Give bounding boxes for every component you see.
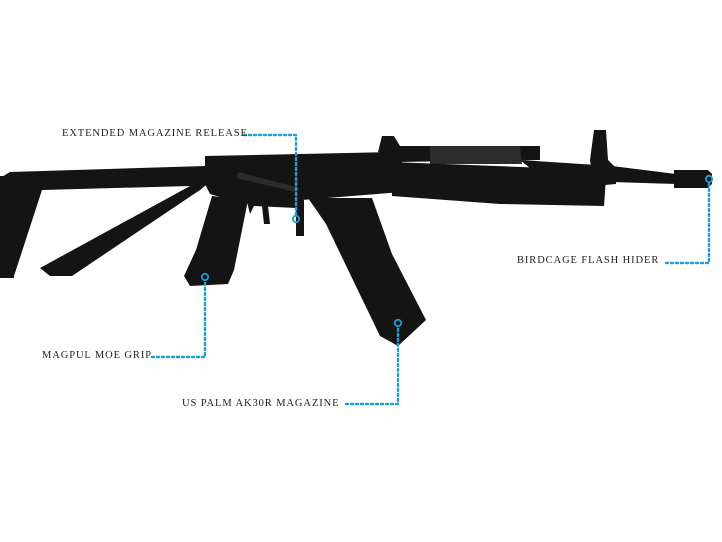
- selector-lever: [236, 172, 300, 192]
- callout-label-us-palm-magazine: US PALM AK30R MAGAZINE: [182, 398, 340, 409]
- flash-hider: [674, 170, 712, 188]
- callout-leaders: [150, 133, 714, 406]
- leader-dot-release: [291, 214, 301, 224]
- callout-label-magpul-moe-grip: MAGPUL MOE GRIP: [42, 350, 152, 361]
- leader-line-release: [242, 133, 298, 218]
- leader-dot-magazine: [393, 318, 403, 328]
- trigger-guard: [246, 198, 304, 236]
- pistol-grip: [184, 196, 248, 286]
- leader-line-magazine: [344, 324, 400, 406]
- upper-handguard: [430, 146, 522, 164]
- trigger: [262, 206, 270, 224]
- leader-dot-hider: [704, 174, 714, 184]
- stock-butt-pad: [0, 176, 14, 278]
- callout-label-extended-magazine-release: EXTENDED MAGAZINE RELEASE: [62, 128, 248, 139]
- front-sight: [590, 130, 616, 186]
- rifle-illustration: [0, 130, 712, 346]
- leader-line-hider: [664, 180, 711, 265]
- leader-dot-grip: [200, 272, 210, 282]
- folding-stock: [0, 166, 210, 276]
- magazine: [308, 198, 426, 346]
- receiver: [205, 152, 402, 200]
- leader-line-grip: [150, 278, 207, 359]
- callout-label-birdcage-flash-hider: BIRDCAGE FLASH HIDER: [517, 255, 660, 266]
